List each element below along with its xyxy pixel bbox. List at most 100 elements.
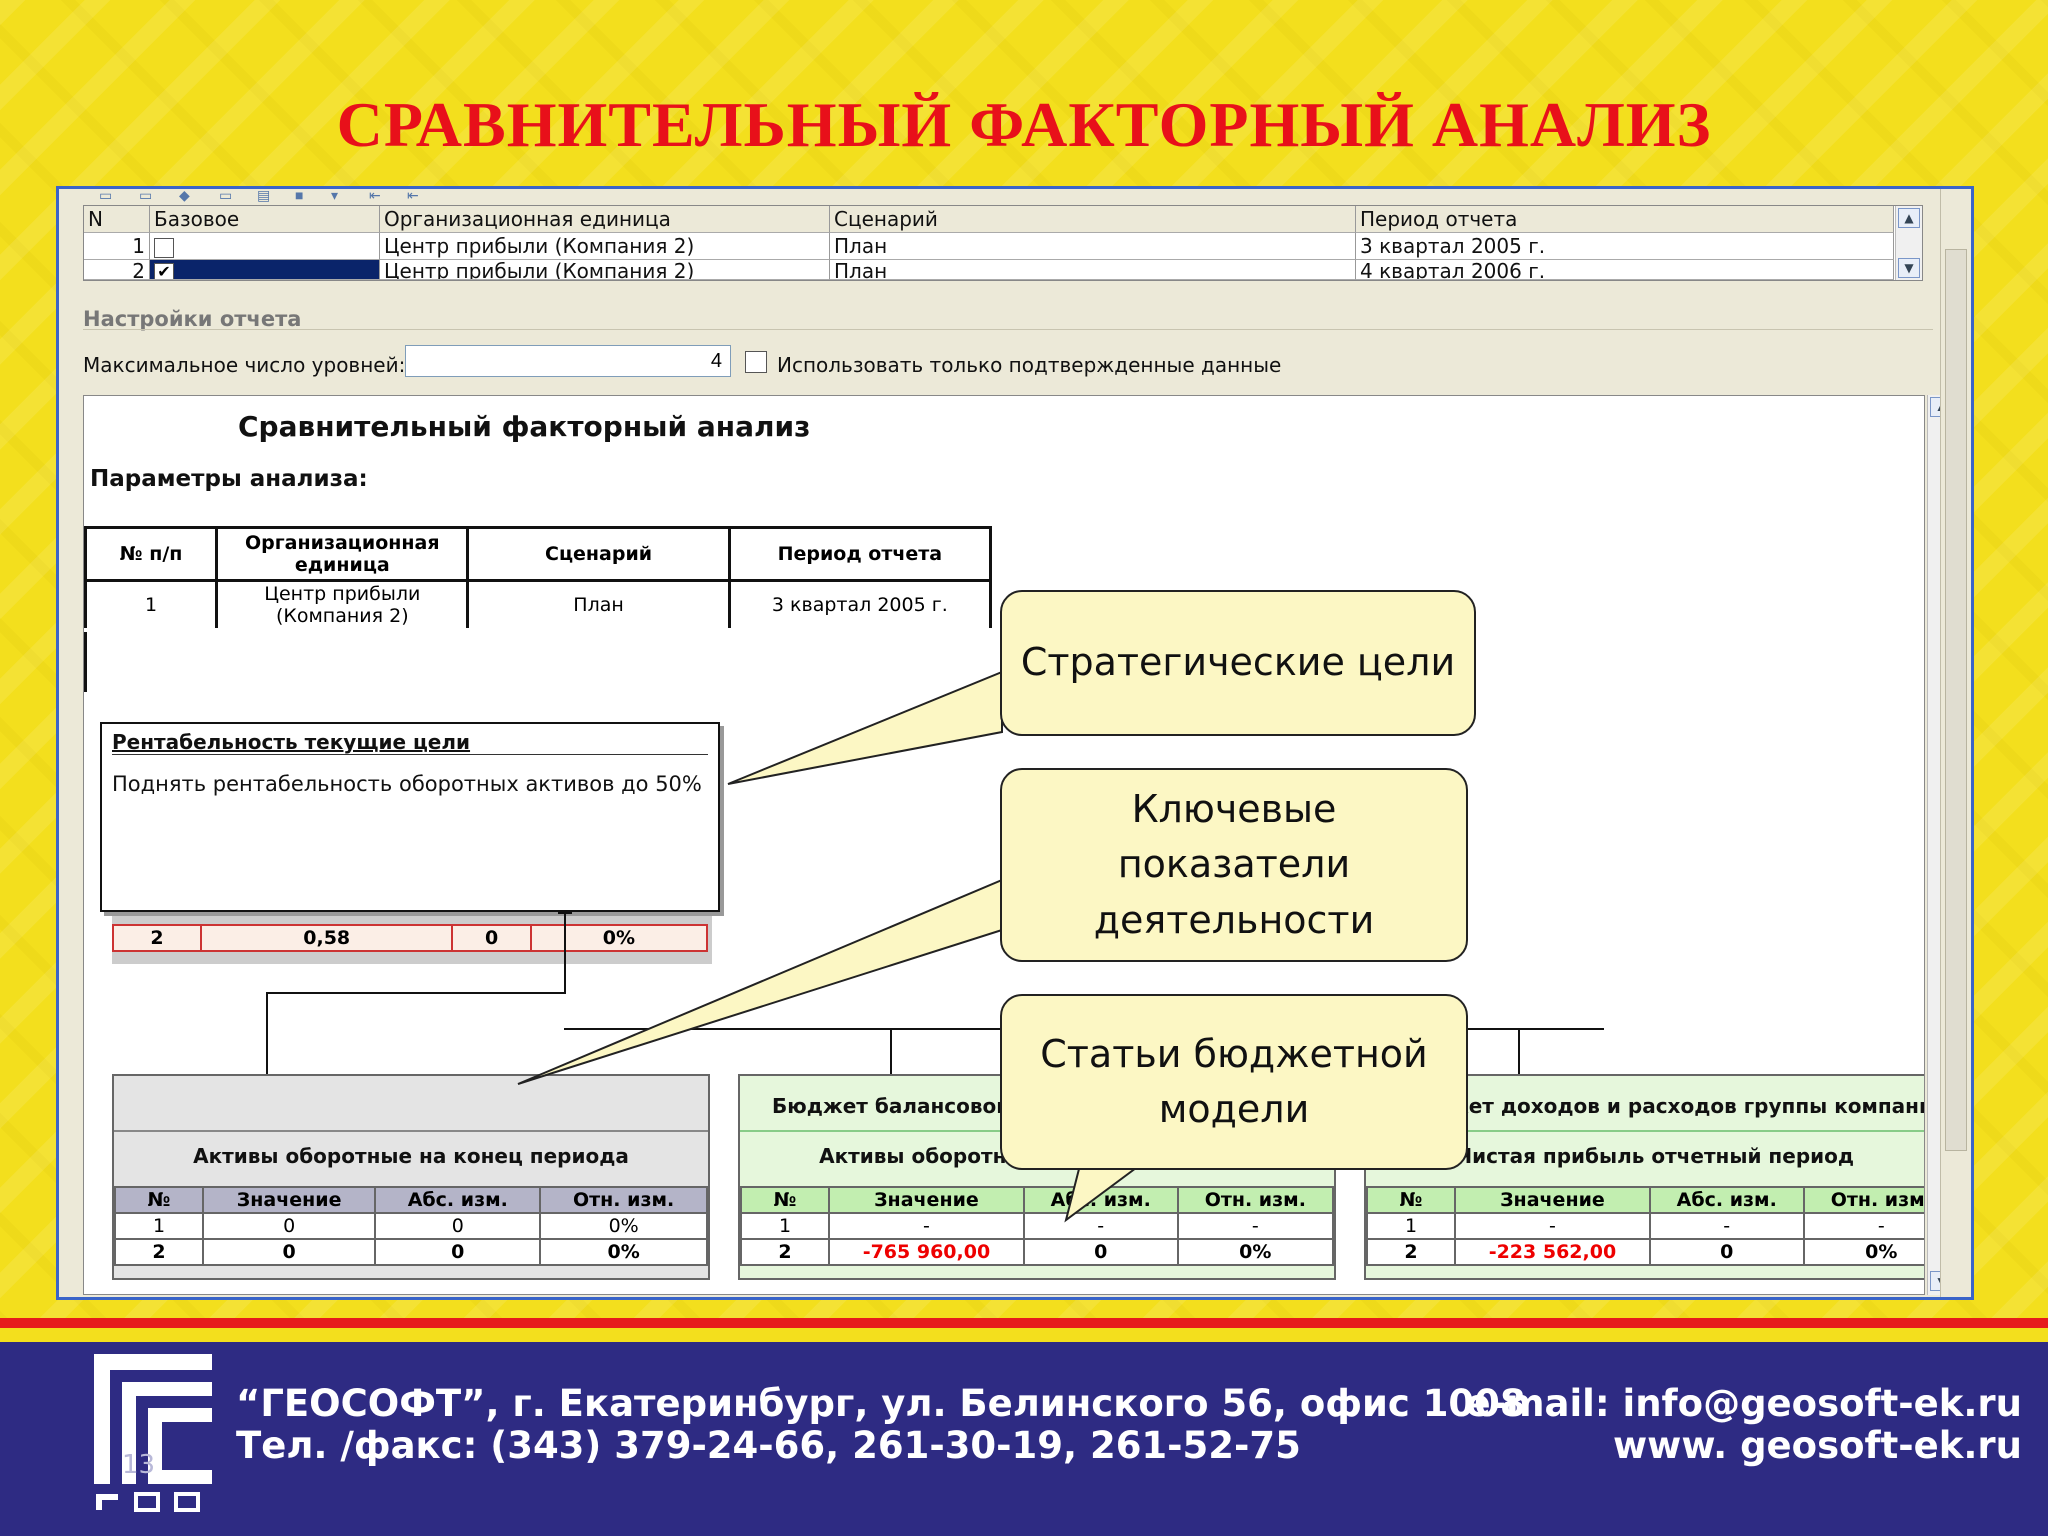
node-cell-negative: -765 960,00 xyxy=(828,1238,1025,1266)
max-levels-label: Максимальное число уровней: xyxy=(83,353,406,377)
scroll-down-icon[interactable]: ▼ xyxy=(1898,258,1920,278)
toolbar-icon[interactable]: ■ xyxy=(295,187,304,203)
org-units-grid: N Базовое Организационная единица Сценар… xyxy=(83,205,1923,281)
callout-kpi-line: показатели xyxy=(1117,842,1351,887)
grid-scrollbar[interactable]: ▲ ▼ xyxy=(1895,206,1922,280)
callout-budget-line: Статьи бюджетной xyxy=(1040,1031,1428,1076)
callout-kpi-line: деятельности xyxy=(1093,897,1375,942)
node-current-assets: Активы оборотные на конец периода № Знач… xyxy=(112,1074,710,1280)
report-title: Сравнительный факторный анализ xyxy=(238,410,811,443)
toolbar-icon[interactable]: ◆ xyxy=(179,187,190,203)
footer-email[interactable]: e-mail: info@geosoft-ek.ru xyxy=(1465,1382,2022,1425)
top-node-row: 2 0,58 0 0% xyxy=(112,924,709,952)
node-cell: - xyxy=(1648,1212,1805,1240)
confirmed-only-label[interactable]: Использовать только подтвержденные данны… xyxy=(777,353,1282,377)
connector-arrow xyxy=(558,912,572,914)
grid-header-n[interactable]: N xyxy=(84,206,150,233)
toolbar-icon[interactable]: ▭ xyxy=(139,187,153,203)
node-cell: 2 xyxy=(112,924,202,952)
node-cell: 1 xyxy=(1366,1212,1456,1240)
params-header: Сценарий xyxy=(466,526,731,582)
node-header2: Активы оборотные на конец периода xyxy=(193,1144,629,1168)
grid-cell-n: 1 xyxy=(84,233,150,260)
popup-divider xyxy=(112,754,708,755)
connector-line xyxy=(1518,1028,1520,1074)
node-cell: - xyxy=(828,1212,1025,1240)
grid-cell-n: 2 xyxy=(84,260,150,280)
node-cell: 0% xyxy=(529,924,709,952)
footer-stripe xyxy=(0,1328,2048,1342)
scroll-thumb[interactable] xyxy=(1945,249,1967,1151)
grid-header-period[interactable]: Период отчета xyxy=(1356,206,1894,233)
confirmed-only-checkbox[interactable] xyxy=(745,351,767,373)
base-checkbox[interactable] xyxy=(154,237,174,258)
page-number: 13 xyxy=(122,1450,156,1480)
max-levels-input[interactable]: 4 xyxy=(405,345,731,377)
callout-tail-budget xyxy=(1064,1164,1144,1223)
base-checkbox-checked[interactable]: ✔ xyxy=(154,262,174,279)
grid-header-base[interactable]: Базовое xyxy=(150,206,380,233)
node-cell: 0% xyxy=(539,1212,708,1240)
node-cell: 0 xyxy=(201,1238,377,1266)
toolbar-icon[interactable]: ▭ xyxy=(99,187,113,203)
callout-tail-kpi xyxy=(517,878,1003,1085)
popup-text: Поднять рентабельность оборотных активов… xyxy=(112,772,702,796)
grid-row[interactable]: 2 ✔ Центр прибыли (Компания 2) План 4 кв… xyxy=(84,260,1894,280)
node-col-header: Отн. изм. xyxy=(1176,1186,1335,1214)
connector-line xyxy=(266,992,566,994)
node-col-header: Отн. изм. xyxy=(539,1186,708,1214)
node-cell: 1 xyxy=(740,1212,830,1240)
node-table: № Значение Абс. изм. Отн. изм. 1 - - - 2… xyxy=(1366,1186,1924,1266)
node-cell: 0 xyxy=(1648,1238,1805,1266)
node-cell: 2 xyxy=(740,1238,830,1266)
callout-kpi: Ключевые показатели деятельности xyxy=(1000,768,1468,962)
toolbar-icon[interactable]: ▾ xyxy=(331,187,339,203)
node-header2: Чистая прибыль отчетный период xyxy=(1455,1144,1855,1168)
toolbar-icon[interactable]: ▭ xyxy=(219,187,233,203)
grid-cell-base[interactable] xyxy=(150,233,380,260)
node-col-header: № xyxy=(740,1186,830,1214)
grid-header-org[interactable]: Организационная единица xyxy=(380,206,830,233)
grid-cell-org: Центр прибыли (Компания 2) xyxy=(380,233,830,260)
node-col-header: Абс. изм. xyxy=(374,1186,542,1214)
node-cell: 0,58 xyxy=(199,924,454,952)
footer-stripe xyxy=(0,1318,2048,1328)
footer-website[interactable]: www. geosoft-ek.ru xyxy=(1612,1424,2022,1467)
connector-line xyxy=(564,912,566,992)
callout-strategic-text: Стратегические цели xyxy=(1020,640,1456,685)
node-col-header: № xyxy=(1366,1186,1456,1214)
params-cell: 3 квартал 2005 г. xyxy=(727,580,993,628)
grid-row[interactable]: 1 Центр прибыли (Компания 2) План 3 квар… xyxy=(84,233,1894,260)
node-cell: 0 xyxy=(374,1212,542,1240)
grid-header-scenario[interactable]: Сценарий xyxy=(830,206,1356,233)
node-col-header: Абс. изм. xyxy=(1648,1186,1805,1214)
grid-cell-scenario: План xyxy=(830,260,1356,280)
node-col-header: Значение xyxy=(201,1186,377,1214)
node-cell-negative: -223 562,00 xyxy=(1454,1238,1651,1266)
params-cell: План xyxy=(466,580,731,628)
grid-cell-base[interactable]: ✔ xyxy=(150,260,380,280)
callout-budget-line: модели xyxy=(1158,1087,1310,1131)
grid-header: N Базовое Организационная единица Сценар… xyxy=(84,206,1894,233)
toolbar-icon[interactable]: ⇤ xyxy=(369,187,381,203)
node-divider xyxy=(1366,1130,1924,1132)
footer xyxy=(0,1342,2048,1536)
geosoft-logo xyxy=(94,1354,212,1512)
node-header1: Бюджет доходов и расходов группы компани… xyxy=(1398,1094,1925,1118)
node-col-header: Значение xyxy=(828,1186,1025,1214)
node-col-header: № xyxy=(114,1186,204,1214)
node-cell: - xyxy=(1802,1212,1924,1240)
scroll-up-icon[interactable]: ▲ xyxy=(1898,208,1920,228)
callout-strategic-goals: Стратегические цели xyxy=(1000,590,1476,736)
popup-title: Рентабельность текущие цели xyxy=(112,730,471,754)
goals-popup: Рентабельность текущие цели Поднять рент… xyxy=(100,722,720,912)
node-col-header: Значение xyxy=(1454,1186,1651,1214)
node-cell: 0% xyxy=(1176,1238,1335,1266)
params-table: № п/п Организационная единица Сценарий П… xyxy=(84,526,993,628)
node-cell: 0% xyxy=(539,1238,708,1266)
toolbar-icon[interactable]: ⇤ xyxy=(407,187,419,203)
params-cell: Центр прибыли (Компания 2) xyxy=(215,580,470,628)
toolbar-icon[interactable]: ▤ xyxy=(257,187,271,203)
window-scrollbar[interactable] xyxy=(1940,189,1971,1297)
grid-cell-scenario: План xyxy=(830,233,1356,260)
